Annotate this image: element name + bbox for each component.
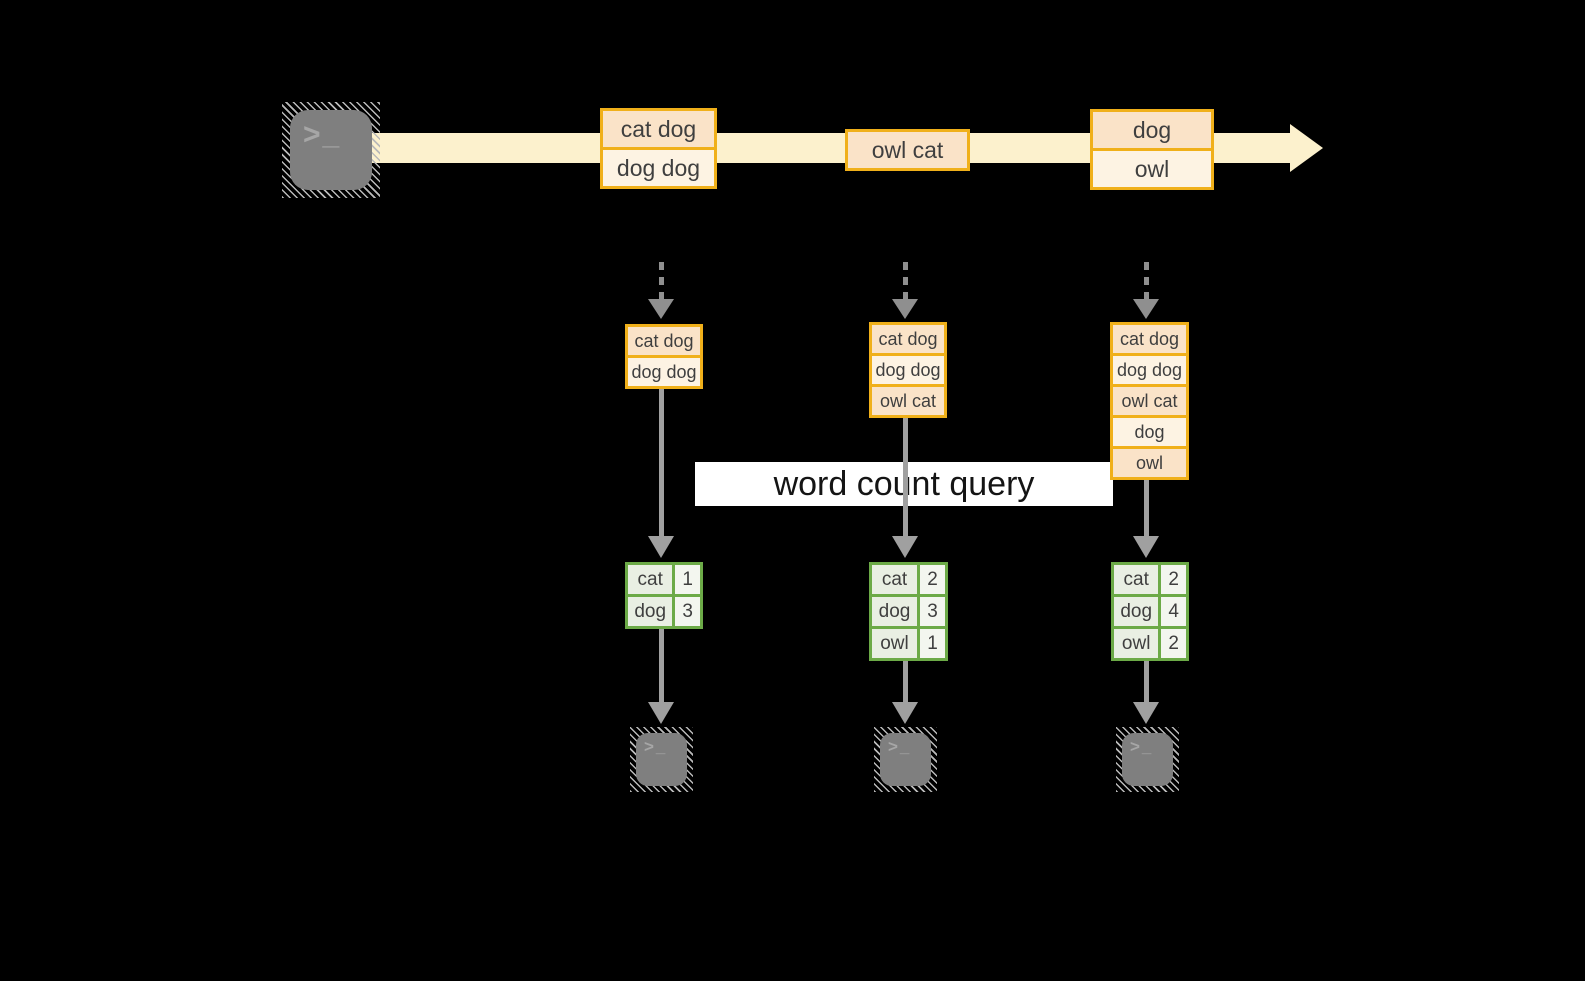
table-row: cat 2	[1114, 565, 1186, 594]
batch-cell: dog	[1093, 112, 1211, 148]
stream-batch-2: owl cat	[845, 129, 970, 171]
dashed-arrowhead-icon	[892, 299, 918, 319]
stack-cell: cat dog	[628, 327, 700, 355]
dashed-arrow-line	[1144, 262, 1149, 300]
dashed-arrowhead-icon	[1133, 299, 1159, 319]
batch-cell: owl cat	[848, 132, 967, 168]
arrow-line	[903, 415, 908, 537]
stack-cell: dog dog	[628, 358, 700, 386]
count-cell: 2	[920, 565, 945, 594]
count-cell: 1	[675, 565, 700, 594]
count-table-2: cat 2 dog 3 owl 1	[869, 562, 948, 661]
terminal-prompt-glyph: >_	[888, 737, 912, 756]
arrow-line	[1144, 661, 1149, 703]
arrowhead-icon	[648, 536, 674, 558]
stream-batch-3: dog owl	[1090, 109, 1214, 190]
count-cell: 3	[675, 597, 700, 626]
input-stack-3: cat dog dog dog owl cat dog owl	[1110, 322, 1189, 480]
arrowhead-icon	[892, 536, 918, 558]
input-stack-1: cat dog dog dog	[625, 324, 703, 389]
word-cell: dog	[628, 597, 673, 626]
word-cell: dog	[1114, 597, 1159, 626]
stack-cell: owl cat	[872, 387, 944, 415]
word-cell: owl	[1114, 629, 1159, 658]
terminal-body: >_	[636, 733, 687, 786]
word-cell: dog	[872, 597, 917, 626]
arrowhead-icon	[1133, 702, 1159, 724]
arrow-line	[903, 661, 908, 703]
stack-cell: cat dog	[1113, 325, 1186, 353]
count-cell: 1	[920, 629, 945, 658]
input-stack-2: cat dog dog dog owl cat	[869, 322, 947, 418]
count-cell: 4	[1161, 597, 1186, 626]
count-cell: 3	[920, 597, 945, 626]
count-cell: 2	[1161, 629, 1186, 658]
dashed-arrow-line	[903, 262, 908, 300]
batch-cell: owl	[1093, 151, 1211, 187]
stack-cell: owl	[1113, 449, 1186, 477]
stack-cell: dog dog	[1113, 356, 1186, 384]
table-row: dog 3	[872, 597, 945, 626]
batch-cell: dog dog	[603, 150, 714, 186]
arrowhead-icon	[892, 702, 918, 724]
word-cell: owl	[872, 629, 917, 658]
table-row: cat 1	[628, 565, 700, 594]
arrowhead-icon	[648, 702, 674, 724]
arrow-line	[1144, 480, 1149, 537]
terminal-prompt-glyph: >_	[644, 737, 668, 756]
stack-cell: dog dog	[872, 356, 944, 384]
table-row: owl 1	[872, 629, 945, 658]
table-row: owl 2	[1114, 629, 1186, 658]
dashed-arrowhead-icon	[648, 299, 674, 319]
batch-cell: cat dog	[603, 111, 714, 147]
terminal-prompt-glyph: >_	[303, 118, 342, 151]
terminal-body: >_	[880, 733, 931, 786]
terminal-body: >_	[1122, 733, 1173, 786]
arrow-line	[659, 387, 664, 537]
terminal-prompt-glyph: >_	[1130, 737, 1154, 756]
stream-batch-1: cat dog dog dog	[600, 108, 717, 189]
count-table-3: cat 2 dog 4 owl 2	[1111, 562, 1189, 661]
dashed-arrow-line	[659, 262, 664, 300]
table-row: dog 3	[628, 597, 700, 626]
word-cell: cat	[872, 565, 917, 594]
output-terminal-icon: >_	[630, 727, 693, 792]
table-row: cat 2	[872, 565, 945, 594]
output-terminal-icon: >_	[1116, 727, 1179, 792]
arrowhead-icon	[1133, 536, 1159, 558]
word-cell: cat	[1114, 565, 1159, 594]
count-table-1: cat 1 dog 3	[625, 562, 703, 629]
stack-cell: dog	[1113, 418, 1186, 446]
terminal-body: >_	[290, 110, 372, 190]
table-row: dog 4	[1114, 597, 1186, 626]
arrow-line	[659, 629, 664, 703]
count-cell: 2	[1161, 565, 1186, 594]
stack-cell: cat dog	[872, 325, 944, 353]
stack-cell: owl cat	[1113, 387, 1186, 415]
stream-arrowhead-icon	[1290, 124, 1323, 172]
word-cell: cat	[628, 565, 673, 594]
output-terminal-icon: >_	[874, 727, 937, 792]
source-terminal-icon: >_	[282, 102, 380, 198]
